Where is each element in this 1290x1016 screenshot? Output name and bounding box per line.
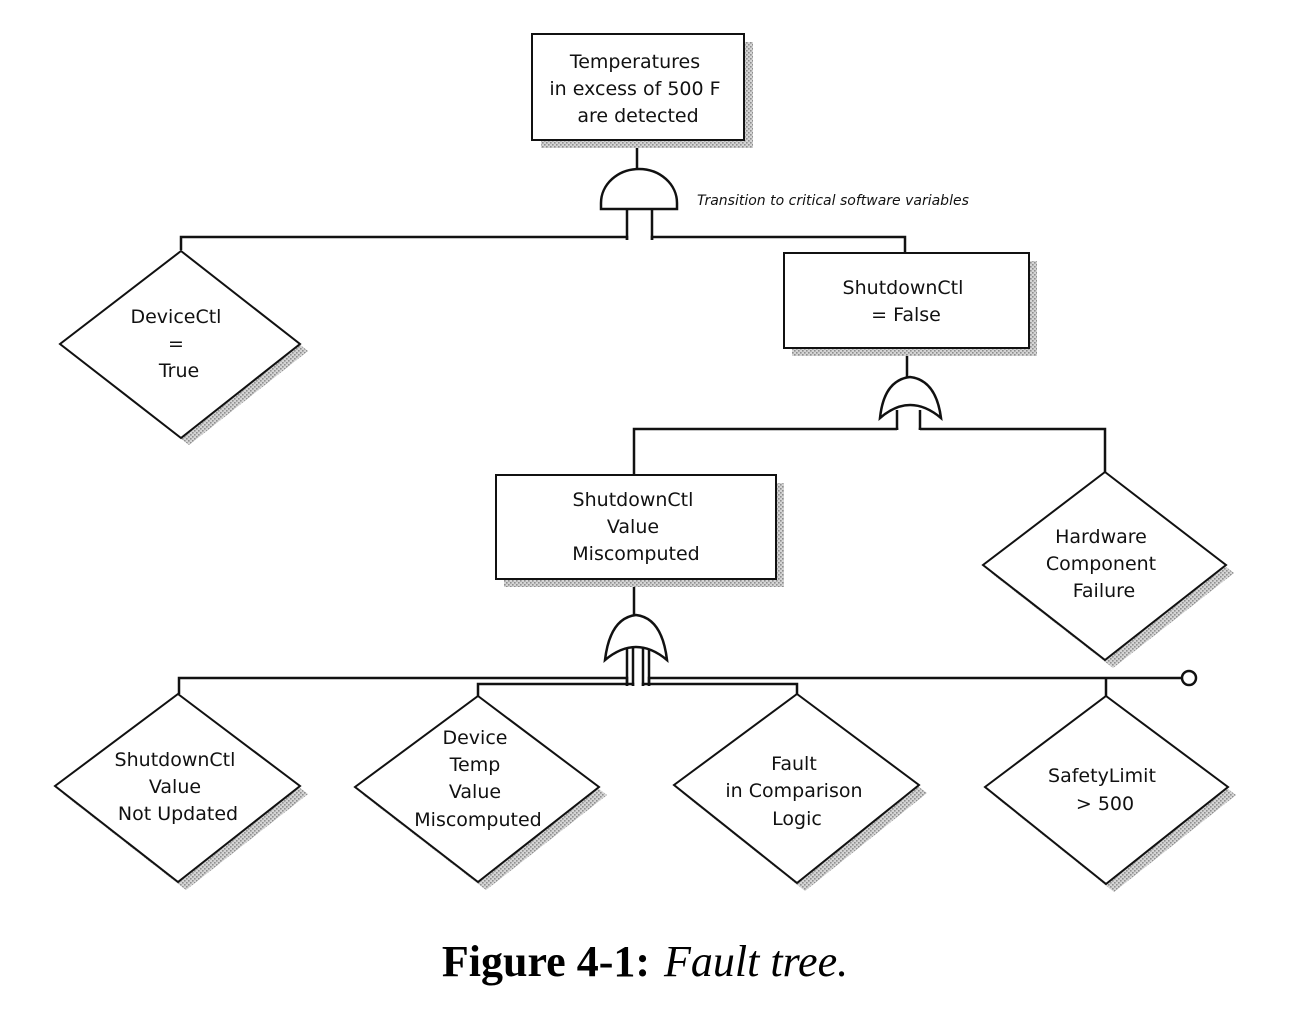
not-updated-condition: ShutdownCtl Value Not Updated [53,692,308,890]
transition-annotation: Transition to critical software variable… [697,193,969,209]
comparison-line-2: in Comparison [725,780,862,802]
device-temp-line-4: Miscomputed [414,809,541,831]
safety-limit-line-2: > 500 [1076,793,1134,815]
top-event-line-3: are detected [577,105,698,127]
hardware-failure-condition: Hardware Component Failure [981,470,1234,668]
figure-caption: Figure 4-1: Fault tree. [0,936,1290,987]
top-event-line-1: Temperatures [569,51,700,73]
device-temp-line-2: Temp [449,754,501,776]
device-ctl-line-2: = [168,333,184,355]
device-ctl-line-3: True [158,360,199,382]
or-gate-miscomputed [603,613,669,663]
hardware-line-3: Failure [1073,580,1136,602]
not-updated-line-2: Value [149,776,201,798]
device-ctl-condition: DeviceCtl = True [58,249,308,445]
top-event-line-2: in excess of 500 F [549,78,720,100]
top-event-node: Temperatures in excess of 500 F are dete… [531,33,753,148]
caption-number: Figure 4-1: [441,937,651,986]
not-updated-line-3: Not Updated [118,803,238,825]
svg-text:Fault in Comparison: Fault in Comparison Logic [725,753,868,830]
inhibit-condition-circle [1180,669,1198,687]
hardware-line-1: Hardware [1055,526,1147,548]
connector-lines [177,140,1182,696]
comparison-line-3: Logic [772,808,822,830]
device-temp-line-3: Value [449,781,501,803]
miscomputed-line-3: Miscomputed [572,543,699,565]
svg-text:Device Temp Value: Device Temp Value Miscomputed [414,727,541,831]
device-temp-line-1: Device [442,727,507,749]
svg-text:Temperatures in excess o: Temperatures in excess of 500 F are dete… [549,51,726,127]
and-gate [599,167,679,211]
svg-text:Hardware Component: Hardware Component Failure [1046,526,1162,602]
shutdown-ctl-false-node: ShutdownCtl = False [783,252,1037,356]
shutdown-false-line-1: ShutdownCtl [843,277,964,299]
safety-limit-condition: SafetyLimit > 500 [983,694,1236,892]
comparison-line-1: Fault [771,753,817,775]
miscomputed-line-2: Value [607,516,659,538]
svg-text:ShutdownCtl Value: ShutdownCtl Value Not Updated [115,749,242,825]
device-ctl-line-1: DeviceCtl [130,306,221,328]
shutdown-false-line-2: = False [871,304,941,326]
svg-text:ShutdownCtl Value: ShutdownCtl Value Miscomputed [572,489,699,565]
or-gate-shutdown [878,375,943,422]
safety-limit-line-1: SafetyLimit [1048,765,1156,787]
device-temp-condition: Device Temp Value Miscomputed [353,694,607,890]
svg-text:ShutdownCtl = False: ShutdownCtl = False [843,277,970,326]
not-updated-line-1: ShutdownCtl [115,749,236,771]
comparison-fault-condition: Fault in Comparison Logic [672,692,927,891]
svg-text:SafetyLimit > 500: SafetyLimit > 500 [1048,765,1162,815]
miscomputed-line-1: ShutdownCtl [573,489,694,511]
svg-text:DeviceCtl = True: DeviceCtl = True [130,306,227,382]
caption-title: Fault tree. [664,937,849,986]
hardware-line-2: Component [1046,553,1156,575]
shutdown-miscomputed-node: ShutdownCtl Value Miscomputed [495,474,784,587]
